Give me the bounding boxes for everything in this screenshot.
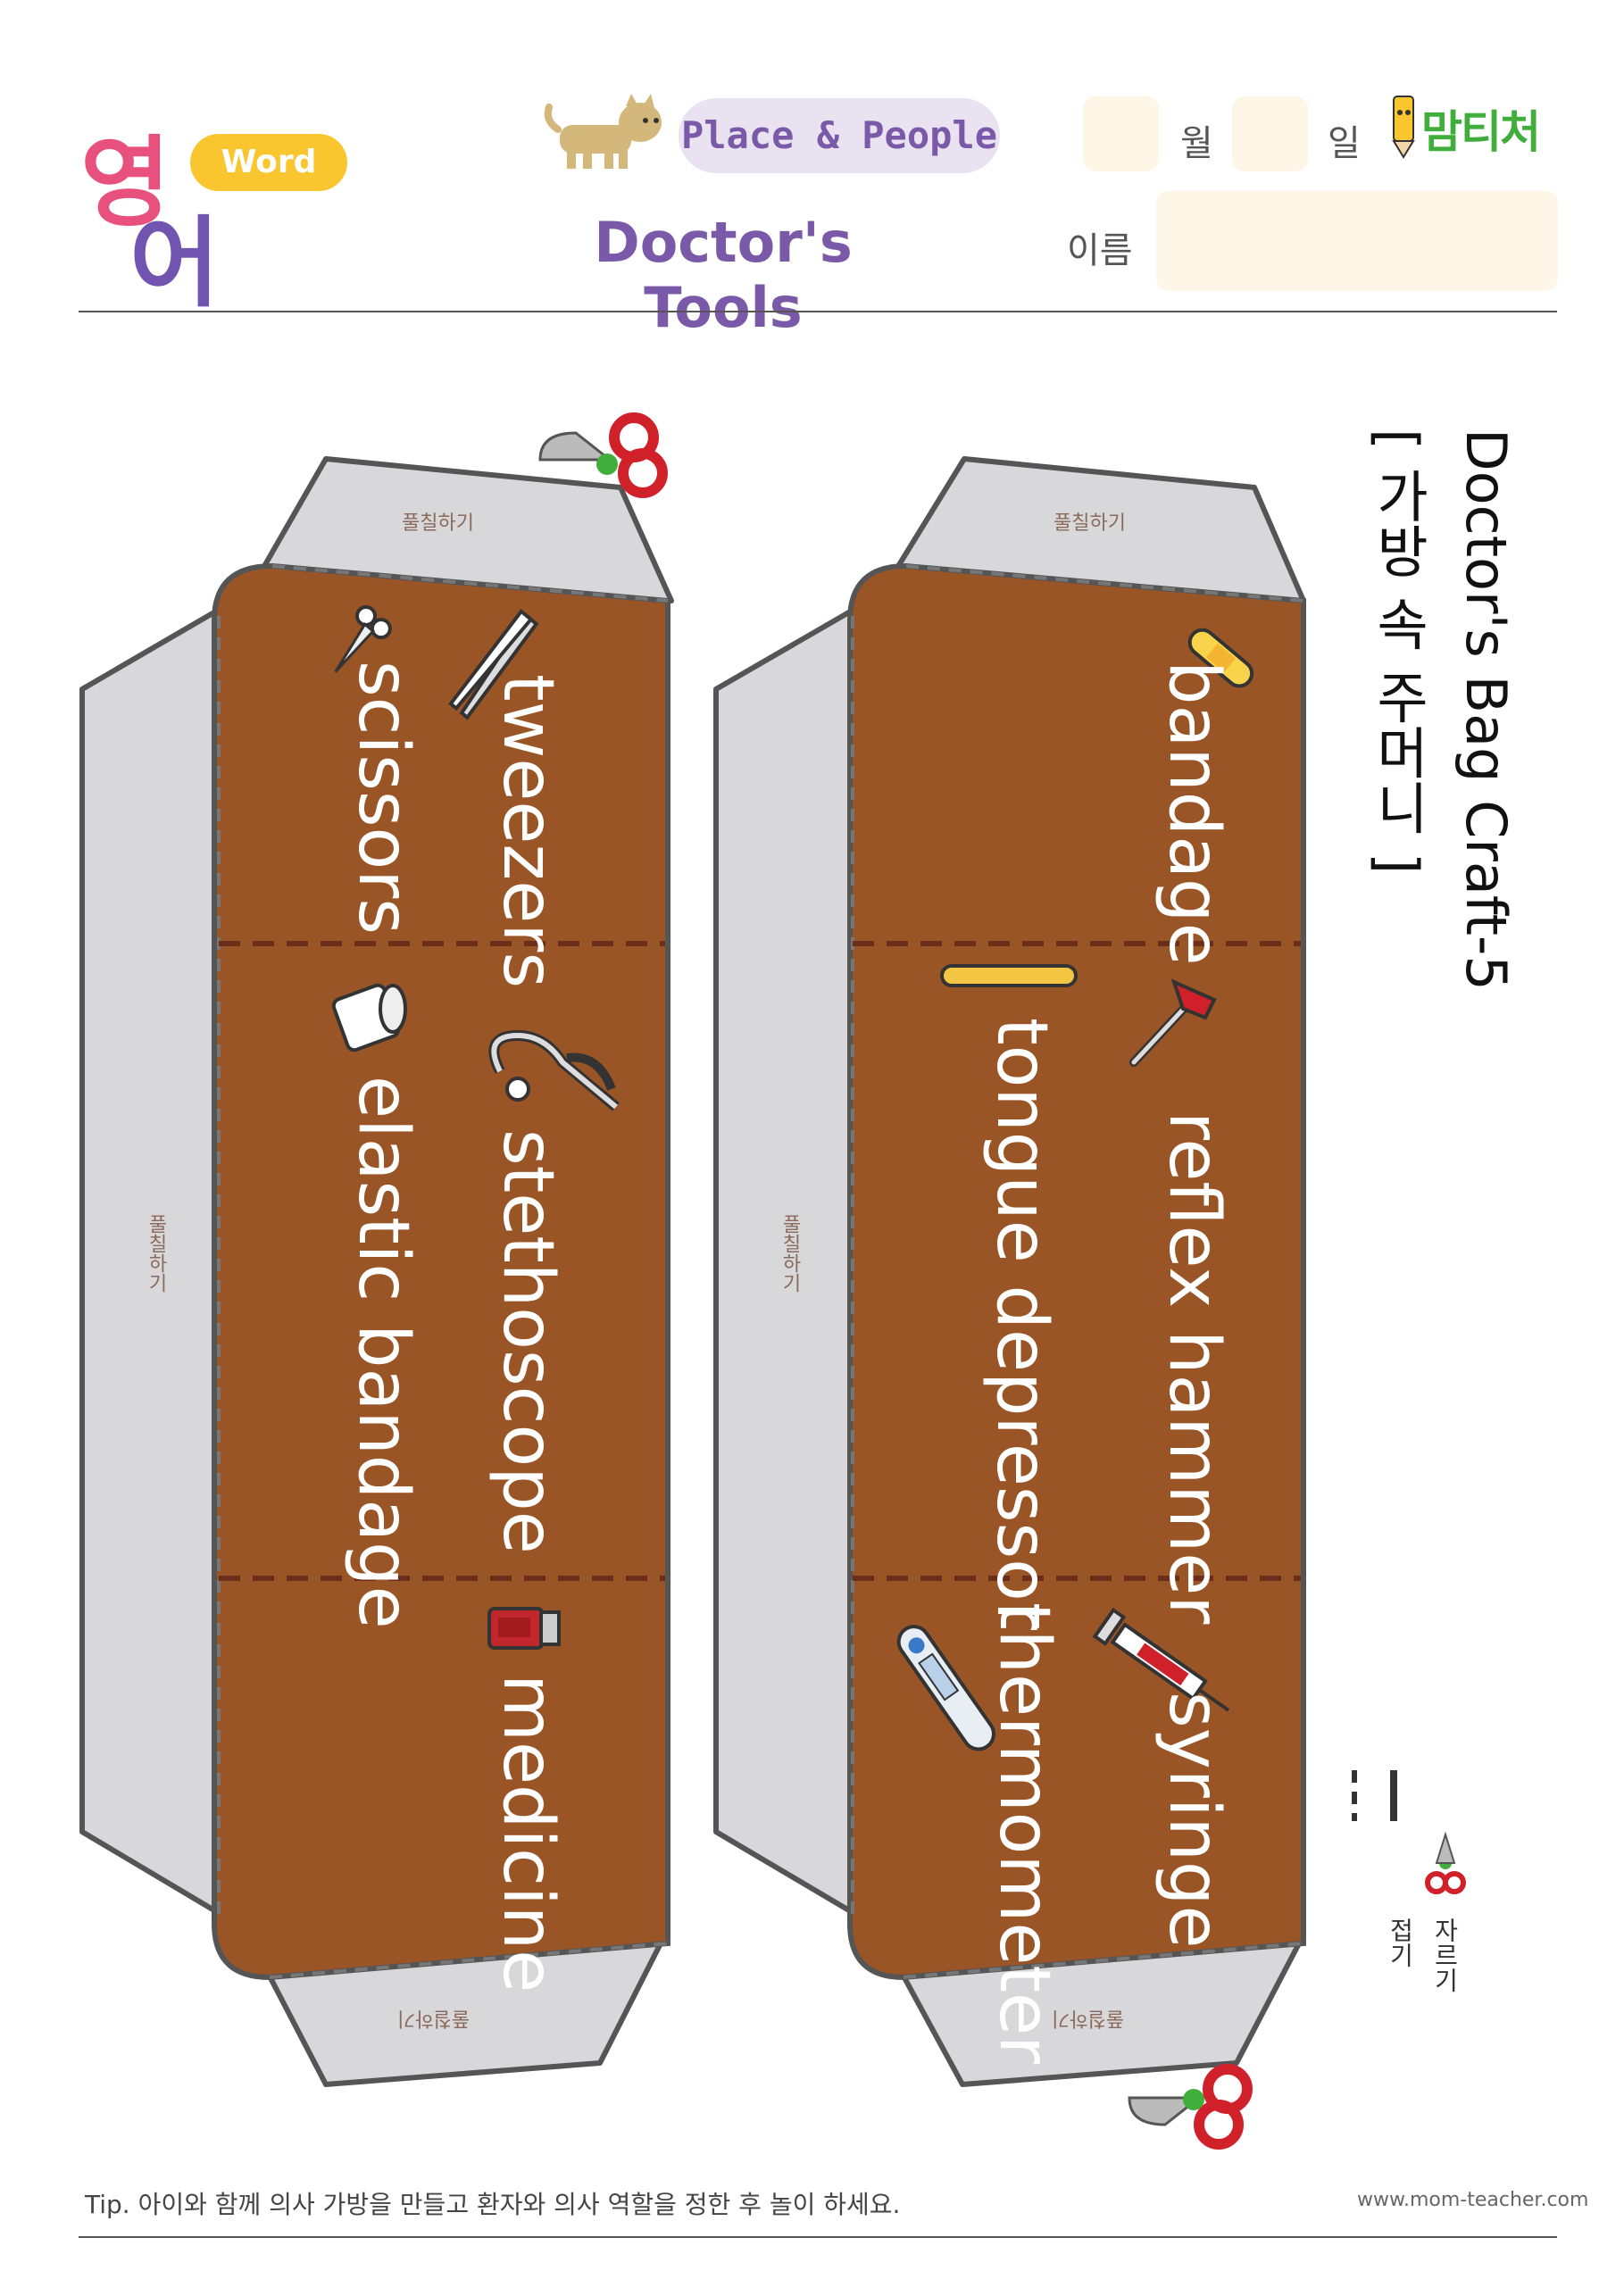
dog-mascot-icon <box>544 94 662 169</box>
month-input-box[interactable] <box>1083 96 1159 171</box>
scissors-cut-icon-top <box>538 412 668 498</box>
footer-tip: Tip. 아이와 함께 의사 가방을 만들고 환자와 의사 역할을 정한 후 놀… <box>85 2190 901 2219</box>
word-scissors: scissors <box>343 661 423 935</box>
glue-label-right-top: 풀칠하기 <box>1054 512 1126 535</box>
toilet-paper-icon <box>331 983 407 1052</box>
medicine-bottle-icon <box>487 1607 561 1650</box>
thermometer-icon <box>896 1625 995 1751</box>
page-title: Doctor's Tools <box>594 210 853 340</box>
day-input-box[interactable] <box>1232 96 1308 171</box>
reflex-hammer-icon <box>1129 978 1217 1067</box>
tweezers-icon <box>448 608 539 720</box>
glue-label-left-side: 풀칠하기 <box>145 1214 167 1293</box>
tongue-depressor-icon <box>940 964 1078 987</box>
scissors-icon <box>334 605 392 673</box>
right-panel-shapes <box>713 456 1306 2087</box>
day-label: 일 <box>1328 123 1361 164</box>
syringe-icon <box>1092 1607 1230 1712</box>
category-pill: Place & People <box>679 98 1000 173</box>
craft-subheading: [ 가방 속 주머니 ] <box>1365 428 1430 875</box>
name-label: 이름 <box>1067 230 1133 271</box>
craft-heading: Doctor's Bag Craft-5 <box>1453 428 1519 991</box>
word-tongue-depressor: tongue depressor <box>981 1018 1062 1630</box>
logo-korean-1: 영 <box>80 126 171 240</box>
logo-korean: 영 어 <box>80 126 220 320</box>
left-brown-pocket <box>212 562 670 1981</box>
glue-label-left-bottom: 풀칠하기 <box>397 2007 470 2029</box>
glue-label-right-side: 풀칠하기 <box>779 1214 801 1293</box>
word-bandage: bandage <box>1153 661 1234 966</box>
word-elastic-bandage: elastic bandage <box>343 1076 423 1629</box>
legend-cut-label: 자르기 <box>1430 1917 1460 1992</box>
logo-word-badge: Word <box>190 134 347 191</box>
logo-korean-2: 어 <box>129 206 220 320</box>
name-input-box[interactable] <box>1156 191 1558 291</box>
right-brown-pocket <box>847 562 1306 1981</box>
word-medicine: medicine <box>487 1674 568 1993</box>
word-tweezers: tweezers <box>487 674 568 988</box>
word-stethoscope: stethoscope <box>487 1129 568 1554</box>
brand-logo: 맘티처 <box>1421 106 1541 158</box>
glue-label-left-top: 풀칠하기 <box>402 512 474 535</box>
scissors-cut-icon-bottom <box>1128 2064 1253 2150</box>
word-syringe: syringe <box>1153 1692 1234 1949</box>
legend-fold-label: 접기 <box>1386 1917 1415 1967</box>
word-reflex-hammer: reflex hammer <box>1153 1111 1234 1625</box>
header-divider <box>79 311 1557 312</box>
scissors-legend-icon <box>1425 1831 1466 1894</box>
word-thermometer: thermometer <box>984 1602 1064 2065</box>
pencil-mascot-icon <box>1392 96 1415 159</box>
bandage-icon <box>1187 628 1254 688</box>
month-label: 월 <box>1180 123 1213 164</box>
stethoscope-icon <box>488 1029 620 1111</box>
footer-site: www.mom-teacher.com <box>1357 2189 1589 2211</box>
footer-divider <box>79 2236 1557 2238</box>
